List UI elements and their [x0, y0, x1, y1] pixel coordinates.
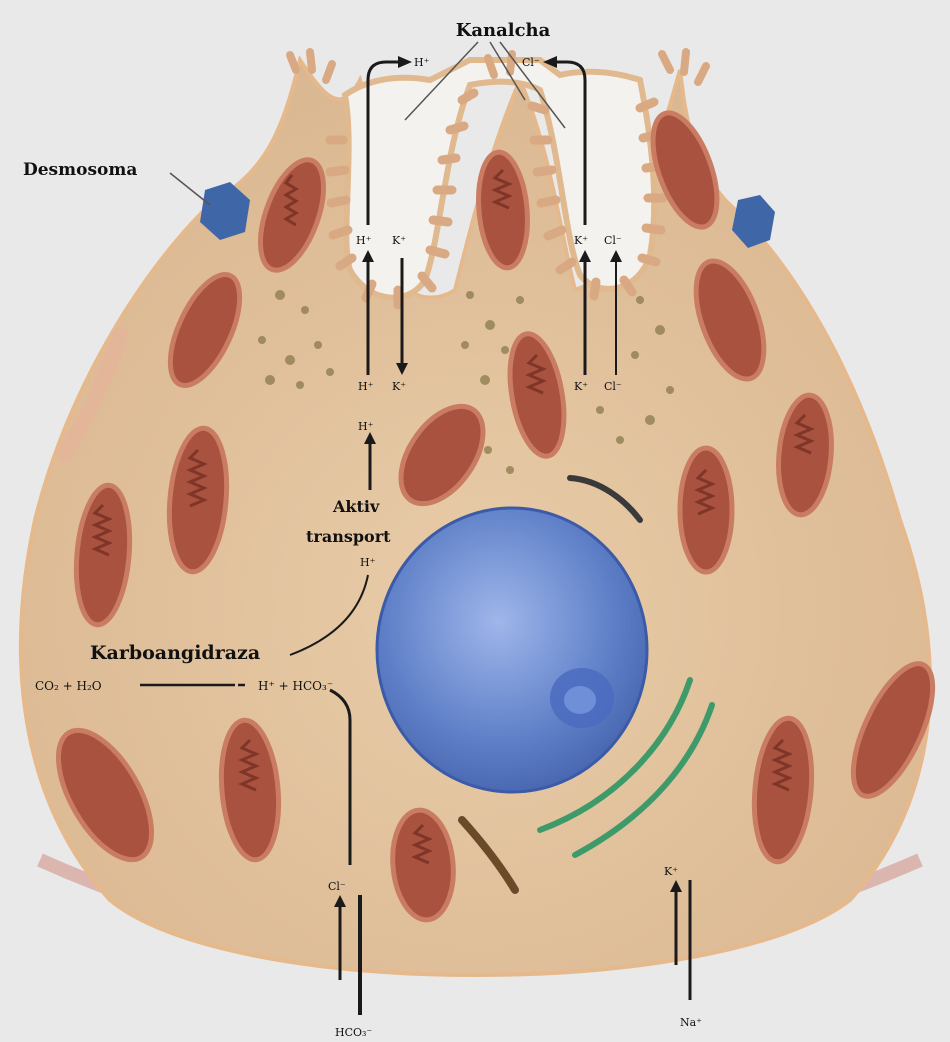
ion-k-basal: K⁺: [664, 865, 678, 878]
ion-h-lumen: H⁺: [356, 234, 372, 247]
ion-k-cell-left: K⁺: [392, 380, 406, 393]
ion-h-after-transport: H⁺: [360, 556, 376, 569]
carbonic-anhydrase-label: Karboangidraza: [90, 642, 260, 664]
ion-k-lumen-left: K⁺: [392, 234, 406, 247]
canaliculi-label: Kanalcha: [456, 20, 551, 41]
ion-k-lumen-right: K⁺: [574, 234, 588, 247]
reaction-right-label: H⁺ + HCO₃⁻: [258, 679, 333, 693]
ion-hco3-bottom: HCO₃⁻: [335, 1026, 372, 1039]
ion-h-cell: H⁺: [358, 380, 374, 393]
ion-cl-top: Cl⁻: [522, 56, 540, 69]
ion-cl-cell: Cl⁻: [604, 380, 622, 393]
reaction-left-label: CO₂ + H₂O: [35, 679, 102, 693]
ion-cl-basal: Cl⁻: [328, 880, 346, 893]
ion-k-cell-right: K⁺: [574, 380, 588, 393]
ion-h-top: H⁺: [414, 56, 430, 69]
active-transport-label: Aktiv: [332, 497, 380, 516]
nucleus: [377, 508, 647, 792]
desmosome-label: Desmosoma: [23, 160, 137, 180]
ion-cl-lumen: Cl⁻: [604, 234, 622, 247]
active-transport-label-2: transport: [306, 527, 391, 546]
desmosome-leader: [170, 173, 210, 205]
ion-na-bottom: Na⁺: [680, 1016, 702, 1029]
ion-h-mid: H⁺: [358, 420, 374, 433]
